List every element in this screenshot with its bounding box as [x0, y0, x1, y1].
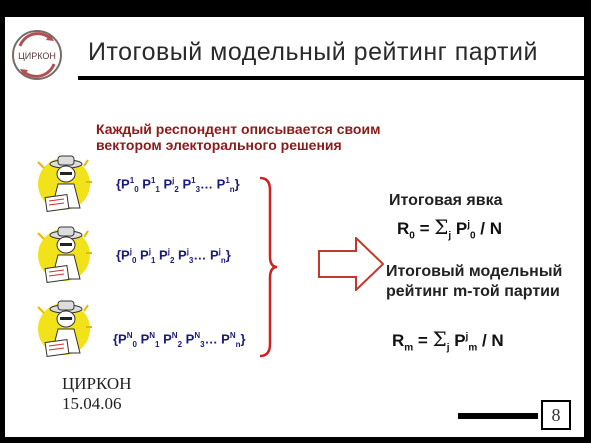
respondent-vector-j: {Pj0 Pj1 Pj2 Pj3… Pjn} — [116, 247, 231, 265]
footer-org: ЦИРКОН — [62, 374, 132, 393]
title-divider — [78, 76, 584, 80]
rating-label: Итоговый модельный рейтинг m-той партии — [386, 263, 563, 300]
respondent-icon — [37, 226, 92, 284]
bottom-divider — [458, 413, 538, 419]
right-brace-icon — [259, 176, 278, 358]
right-arrow-icon — [318, 237, 384, 291]
frame-right-bar — [584, 0, 591, 443]
frame-top-bar — [5, 0, 591, 17]
frame-left-bar — [0, 0, 5, 443]
respondent-vector-last: {PN0 PN1 PN2 PN3… PNn} — [113, 331, 246, 349]
rating-formula: Rm = Σj Pjm / N — [392, 327, 504, 354]
logo-text: ЦИРКОН — [18, 51, 56, 61]
footer-date: 15.04.06 — [62, 394, 122, 413]
respondent-icon — [37, 300, 92, 358]
turnout-label: Итоговая явка — [389, 192, 503, 209]
footer-info: ЦИРКОН 15.04.06 — [62, 374, 131, 414]
intro-text: Каждый респондент описывается своим вект… — [96, 121, 381, 153]
frame-bottom-bar — [0, 437, 591, 443]
page-title: Итоговый модельный рейтинг партий — [88, 38, 538, 66]
page-number: 8 — [541, 400, 571, 430]
respondent-vector-first: {P10 P11 Pj2 P13… P1n} — [116, 176, 240, 194]
respondent-icon — [37, 155, 92, 213]
turnout-formula: R0 = Σj Pj0 / N — [397, 215, 502, 242]
zircon-logo: ЦИРКОН — [12, 30, 62, 80]
